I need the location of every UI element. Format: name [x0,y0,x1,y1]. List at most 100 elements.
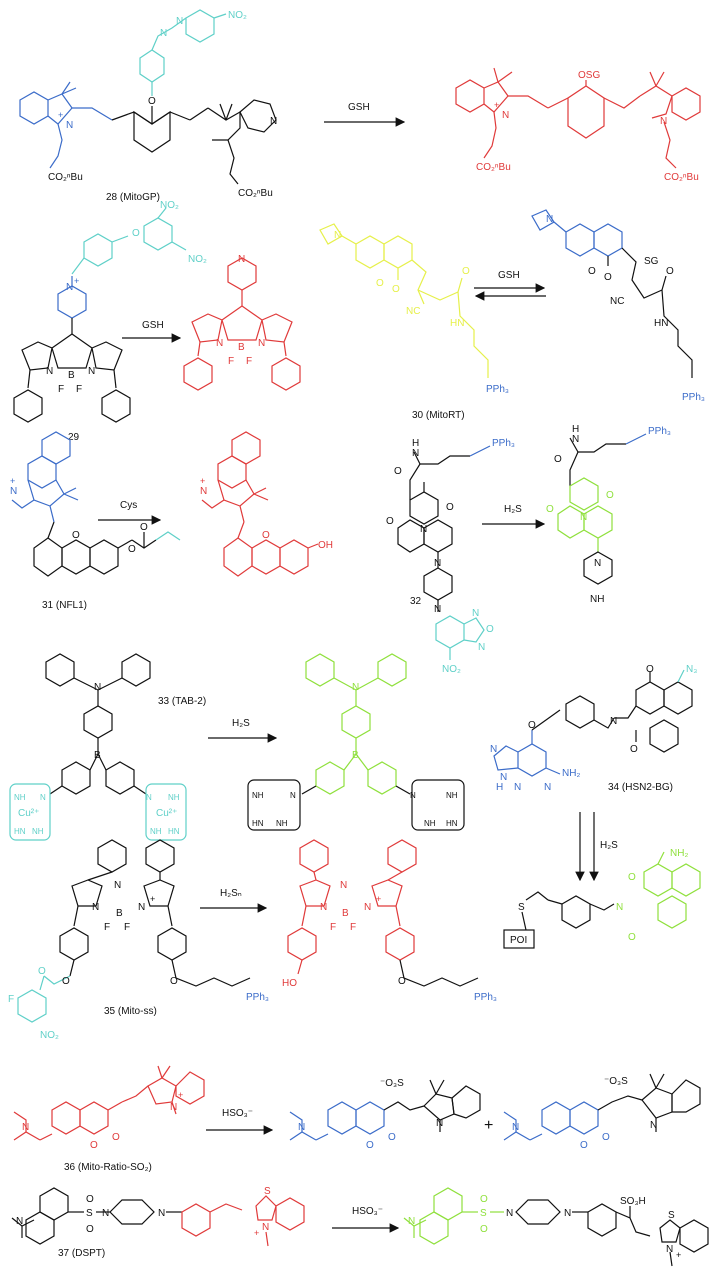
atom-label: F [8,994,14,1005]
reagent-label: H₂S [504,504,522,515]
atom-label: N [666,1244,673,1255]
atom-label: HN [654,318,668,329]
atom-label: N [258,338,265,349]
atom-label: O [628,872,636,883]
atom-label: O [112,1132,120,1143]
product-30-structure [531,209,693,378]
metal-label: Cu²⁺ [18,808,39,819]
atom-label: N [572,434,579,445]
atom-label: F [58,384,64,395]
product-35-structure [287,839,479,987]
atom-label: O [580,1140,588,1151]
atom-label: HO [282,978,297,989]
atom-label: F [124,922,130,933]
reagent-label: HSO₃⁻ [352,1206,383,1217]
compound-label: 34 (HSN2-BG) [608,782,673,793]
atom-label: N [92,902,99,913]
atom-label: F [246,356,252,367]
atom-label: HN [450,318,464,329]
product-34-labels: NH₂ O N O S POI [510,848,688,946]
atom-label: N [66,282,73,293]
atom-label: N [262,1222,269,1233]
reagent-label: H₂S [232,718,250,729]
atom-label: N [170,1102,177,1113]
atom-label: N [238,254,245,265]
atom-label: F [104,922,110,933]
charge-label: + [58,110,63,120]
atom-label: O [132,228,140,239]
atom-label: B [238,342,245,353]
reagent-label: HSO₃⁻ [222,1108,253,1119]
atom-label: F [228,356,234,367]
atom-label: N [616,902,623,913]
pph3-label: PPh₃ [486,384,509,395]
atom-label: O [630,744,638,755]
compound-label: 33 (TAB-2) [158,696,206,707]
atom-label: O [38,966,46,977]
atom-label: O [480,1194,488,1205]
compound-label: 37 (DSPT) [58,1248,105,1259]
compound-34-labels: N₃ O N O O N N N N H NH₂ 34 (HSN2-BG) [490,664,697,793]
atom-label: N [500,772,507,783]
atom-label: N [412,448,419,459]
atom-label: N [10,486,17,497]
atom-label: O [666,266,674,277]
amine-label: NH₂ [562,768,580,779]
compound-37-labels: N S O O N N S N + 37 (DSPT) [16,1186,271,1259]
plus-sign: + [484,1117,493,1134]
atom-label: N [66,120,73,131]
reagent-label: GSH [142,320,164,331]
compound-label: 35 (Mito-ss) [104,1006,157,1017]
atom-label: HN [14,827,26,836]
compound-33-labels: N B Cu²⁺ Cu²⁺ NH HN NH N NH HN NH N 33 (… [14,682,206,836]
atom-label: N [114,880,121,891]
atom-label: N [216,338,223,349]
reagent-label: GSH [498,270,520,281]
atom-label: B [352,750,359,761]
product-29-labels: N N N B F F [216,254,265,367]
atom-label: N [146,793,152,802]
pph3-label: PPh₃ [492,438,515,449]
product-28-structure [455,67,701,169]
atom-label: NH [168,793,180,802]
atom-label: B [68,370,75,381]
atom-label: O [628,932,636,943]
atom-label: N [176,16,183,27]
atom-label: O [392,284,400,295]
atom-label: NH [424,819,436,828]
product-32-labels: H N PPh₃ O O N O N NH [546,424,671,605]
product-33-labels: N B NH HN NH N NH HN NH N [252,682,458,828]
atom-label: O [528,720,536,731]
atom-label: N [420,524,427,535]
atom-label: N [22,1122,29,1133]
pph3-label: PPh₃ [682,392,705,403]
atom-label: H [496,782,503,793]
atom-label: O [140,522,148,533]
atom-label: N [478,642,485,653]
product-30-labels: N O O SG NC O HN PPh₃ [546,214,705,403]
atom-label: N [270,116,277,127]
compound-label: 30 (MitoRT) [412,410,465,421]
atom-label: O [90,1140,98,1151]
atom-label: O [398,976,406,987]
nitro-label: NO₂ [442,664,461,675]
reagent-label: Cys [120,500,137,511]
atom-label: N [512,1122,519,1133]
compound-37-structure [11,1187,305,1247]
atom-label: N [352,682,359,693]
atom-label: N [364,902,371,913]
product-33-structure [247,653,465,831]
atom-label: N [88,366,95,377]
charge-label: + [10,476,15,486]
compound-label: 32 [410,596,422,607]
compound-36-labels: N O O N + 36 (Mito-Ratio-SO₂) [22,1090,183,1173]
compound-31-structure [11,431,181,577]
atom-label: N [546,214,553,225]
atom-label: N [434,604,441,615]
atom-label: N [660,116,667,127]
compound-34-structure [493,669,693,777]
atom-label: N [434,558,441,569]
atom-label: NH [252,791,264,800]
product-28-labels: OSG N N + CO₂ⁿBu CO₂ⁿBu [476,70,699,183]
atom-label: OH [318,540,333,551]
